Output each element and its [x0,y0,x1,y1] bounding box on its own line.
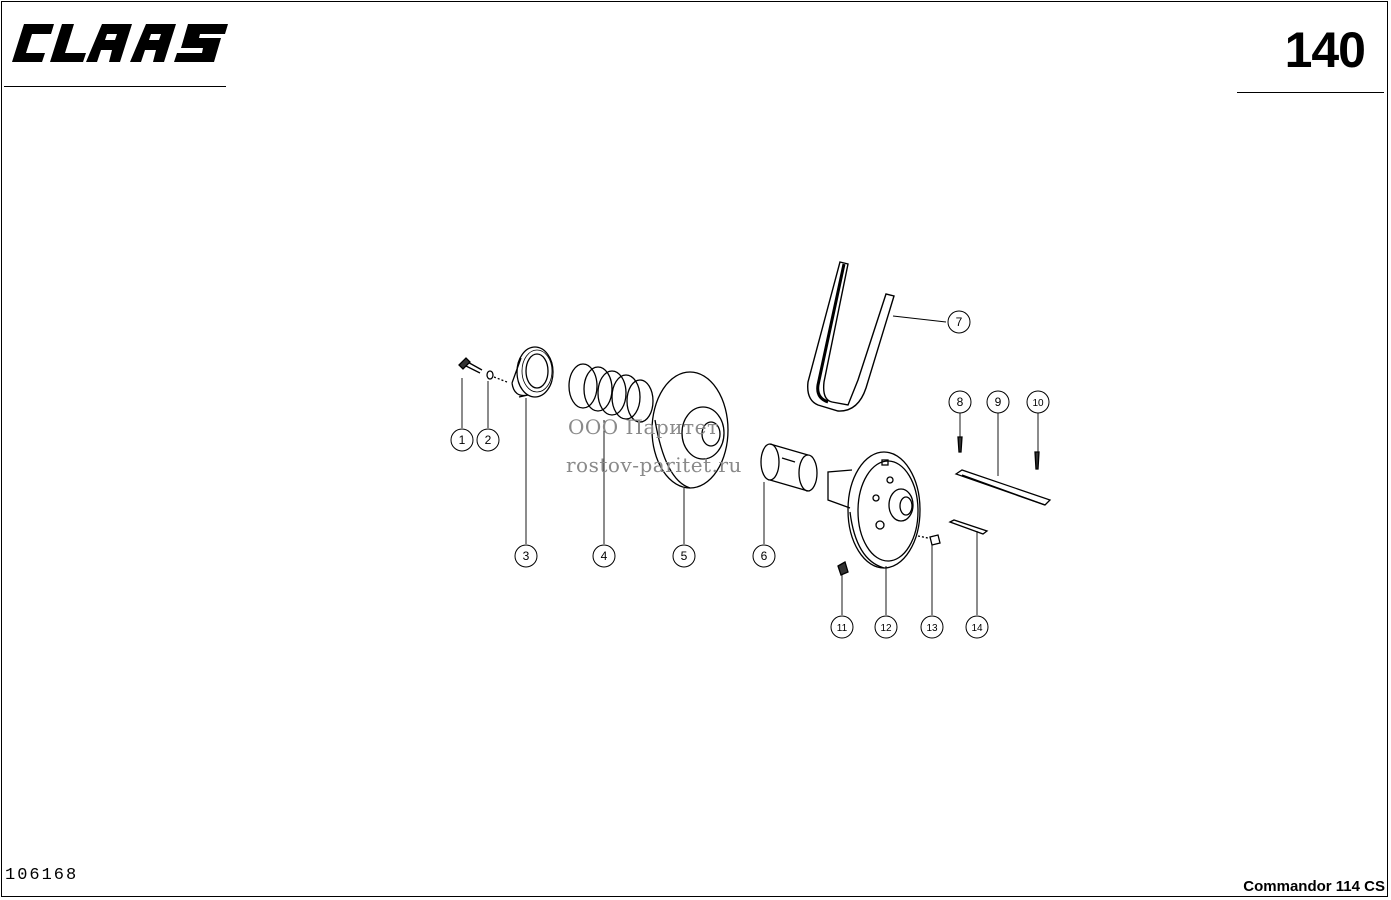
callout-7: 7 [956,315,963,329]
watermark-company: ООО Паритет [568,415,719,439]
callout-11: 11 [837,623,848,634]
callout-5: 5 [681,549,688,563]
callout-1: 1 [459,433,466,447]
bearing-cup-part-3 [511,346,554,398]
drawing-number: 106168 [5,866,79,885]
model-name: Commandor 114 CS [1243,878,1385,895]
callout-13: 13 [926,623,938,634]
pulley-half-part-5 [651,371,729,489]
callout-10: 10 [1032,398,1044,409]
key-part-14 [948,519,989,535]
pulley-disc-part-12 [827,451,921,569]
callout-9: 9 [995,395,1002,409]
key-bar-part-9 [954,469,1052,506]
logo-underline [4,86,226,87]
spring-part-4 [568,363,654,423]
page-number: 140 [1284,22,1366,78]
callout-3: 3 [523,549,530,563]
callout-4: 4 [601,549,608,563]
grease-nipple-part-11 [837,561,849,576]
claas-logo [12,24,228,62]
v-belt-part-7 [807,261,895,412]
bolt-part-8 [957,436,963,453]
screw-part-13 [929,534,941,546]
bushing-part-6 [760,443,818,492]
callout-2: 2 [485,433,492,447]
callout-6: 6 [761,549,768,563]
bolt-part-1 [458,357,483,374]
callout-12: 12 [880,623,892,634]
washer-part-2 [486,370,494,380]
page-number-underline [1237,92,1384,93]
watermark-website: rostov-paritet.ru [566,453,742,477]
callout-14: 14 [971,623,983,634]
callout-8: 8 [957,395,964,409]
bolt-part-10 [1034,451,1040,470]
